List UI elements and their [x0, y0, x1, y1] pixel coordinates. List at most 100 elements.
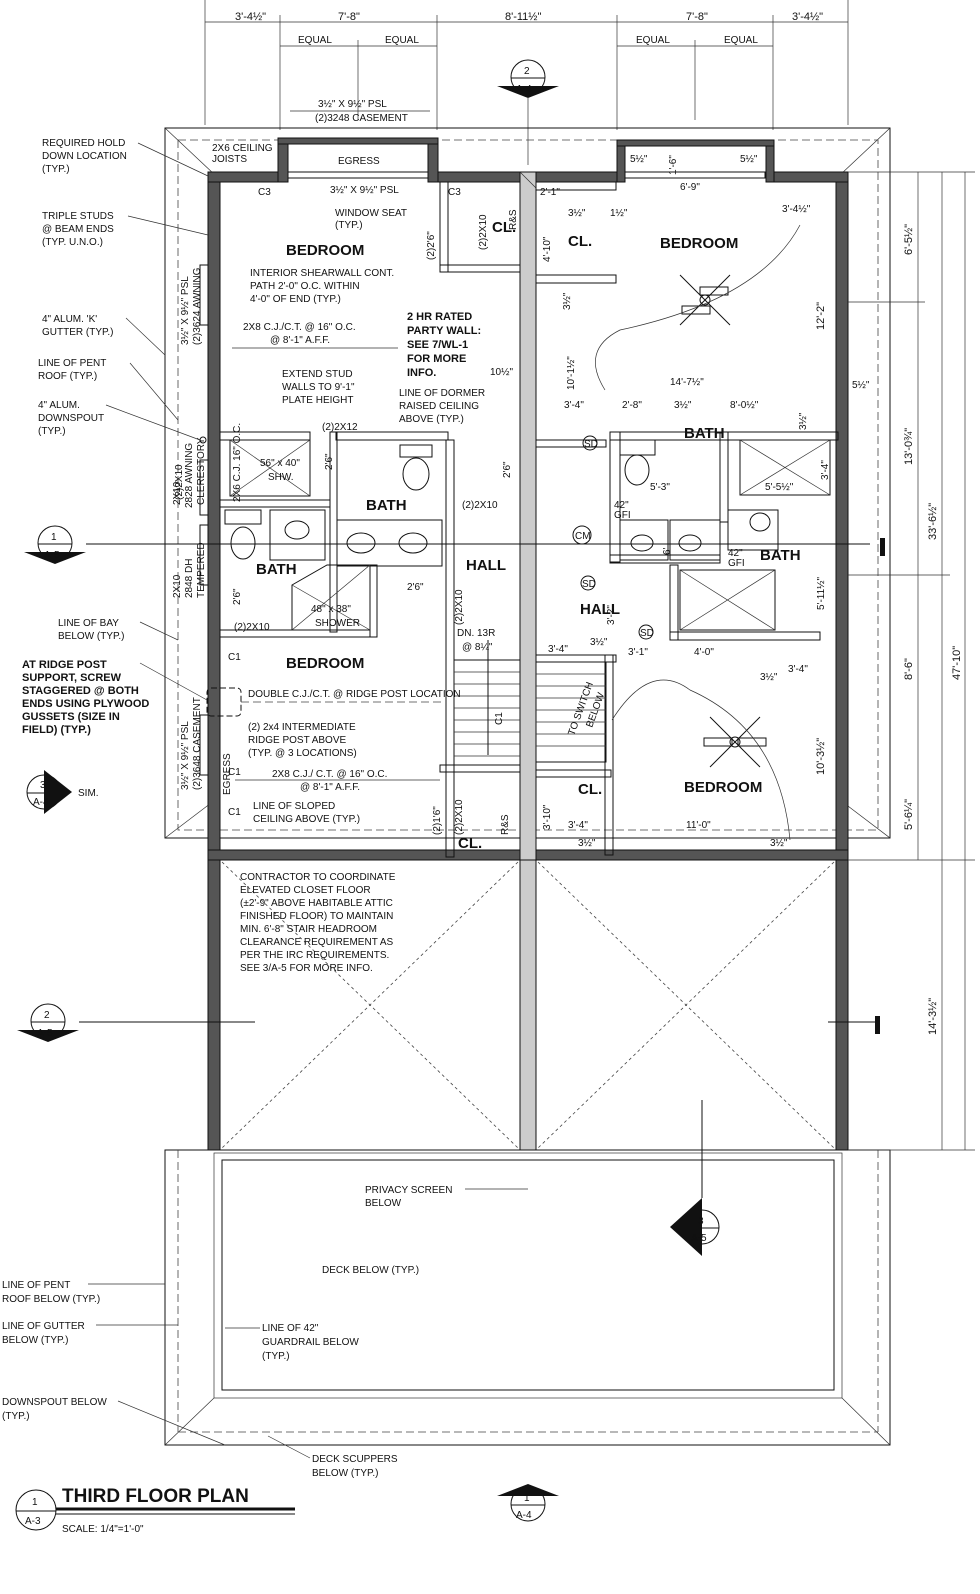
- room-bath-1: BATH: [366, 497, 407, 514]
- ceiling-joists-1: 2X6 CEILING: [212, 143, 273, 154]
- note-triple-studs-1: TRIPLE STUDS: [42, 211, 114, 222]
- idim: 3'-4": [568, 820, 588, 831]
- psl-top: 3½" X 9½" PSL: [330, 185, 399, 196]
- extend-stud-3: PLATE HEIGHT: [282, 395, 354, 406]
- door-tag: (2)1'6": [432, 806, 443, 835]
- lower-attic: [164, 859, 891, 1446]
- section-mark-2-a5: 2 A-5: [17, 1003, 880, 1042]
- window-mark: C1: [494, 712, 505, 725]
- idim: 8'-0½": [730, 400, 759, 411]
- dim-right-2: 12'-2": [815, 302, 827, 330]
- dh-1: 2X10: [172, 574, 183, 598]
- note-gutter-2: GUTTER (TYP.): [42, 327, 113, 338]
- clerestory-1: 2X10: [172, 481, 183, 505]
- idim: 4'-0": [694, 647, 714, 658]
- deck-below: DECK BELOW (TYP.): [322, 1265, 419, 1276]
- idim: 6': [662, 547, 673, 555]
- room-closet-4: CL.: [458, 835, 482, 852]
- psl-side-1-a: 3½" X 9½" PSL: [180, 276, 191, 345]
- smoke-detector-icon: SD SD SD: [580, 435, 654, 640]
- window-mark: C1: [228, 767, 241, 778]
- room-bedroom-upper-right: BEDROOM: [660, 235, 738, 252]
- window-mark: C3: [448, 187, 461, 198]
- idim: 5½": [852, 380, 870, 391]
- scuppers-2: BELOW (TYP.): [312, 1468, 379, 1479]
- gfi-2-b: GFI: [728, 558, 745, 569]
- note-ridge-2: SUPPORT, SCREW: [22, 672, 122, 684]
- ceiling-joists-2: JOISTS: [212, 154, 247, 165]
- member-tag: (2)2X10: [462, 500, 498, 511]
- door-tag: (2)2'6": [426, 231, 437, 260]
- section-mark-top-num: 2: [524, 66, 530, 77]
- rs-1: R&S: [508, 209, 519, 230]
- cj-upper-2: @ 8'-1" A.F.F.: [270, 335, 330, 346]
- idim: 6'-9": [680, 182, 700, 193]
- psl-side-2-b: (2)3648 CASEMENT: [192, 697, 203, 790]
- shearwall-1: INTERIOR SHEARWALL CONT.: [250, 268, 394, 279]
- dim-right-5: 8'-6": [903, 658, 915, 680]
- double-cj: DOUBLE C.J./C.T. @ RIDGE POST LOCATION: [248, 689, 461, 700]
- psl-side-2-a: 3½" X 9½" PSL: [180, 721, 191, 790]
- section-mark-1-num: 1: [51, 532, 57, 543]
- room-closet-1: CL.: [492, 219, 516, 236]
- windows: [199, 171, 766, 776]
- member-tag: (2)2X10: [454, 799, 465, 835]
- idim: 3½": [760, 672, 778, 683]
- idim: 5½": [630, 154, 648, 165]
- room-hall-left: HALL: [466, 557, 506, 574]
- note-gutter-1: 4" ALUM. 'K': [42, 314, 97, 325]
- idim: 1'-6": [668, 155, 679, 175]
- psl-side-1-b: (2)3624 AWNING: [192, 267, 203, 345]
- idim: 3'-10": [542, 804, 553, 830]
- privacy-1: PRIVACY SCREEN: [365, 1185, 452, 1196]
- section-mark-1-a4: 1 A-4: [497, 1484, 559, 1522]
- title-ref-sheet: A-3: [25, 1516, 41, 1527]
- section-mark-top: 2 A-4: [497, 59, 559, 165]
- contractor-3: (±2'-9" ABOVE HABITABLE ATTIC: [240, 898, 393, 909]
- window-seat-1: WINDOW SEAT: [335, 208, 407, 219]
- cj-lower-2: @ 8'-1" A.F.F.: [300, 782, 360, 793]
- idim: 3'-4½": [782, 204, 811, 215]
- room-closet-3: CL.: [578, 781, 602, 798]
- window-mark: C1: [228, 652, 241, 663]
- ridge-post-box: [206, 687, 242, 717]
- contractor-8: SEE 3/A-5 FOR MORE INFO.: [240, 963, 373, 974]
- member-tag: (2)2X10: [174, 464, 185, 500]
- room-bath-2: BATH: [256, 561, 297, 578]
- header-psl: 3½" X 9½" PSL: [318, 99, 387, 110]
- member-tag: 2X6 C.J. 16" O.C.: [232, 423, 243, 502]
- header-casement: (2)3248 CASEMENT: [315, 113, 408, 124]
- ceiling-fan-icon: [679, 274, 731, 326]
- svg-text:SD: SD: [584, 439, 598, 450]
- equal-4: EQUAL: [724, 35, 758, 46]
- idim: 3½": [798, 412, 809, 430]
- exterior-walls: [207, 137, 849, 861]
- note-gutter-below-2: BELOW (TYP.): [2, 1335, 69, 1346]
- guardrail-1: LINE OF 42": [262, 1323, 319, 1334]
- note-hold-down-2: DOWN LOCATION: [42, 151, 127, 162]
- title-ref-num: 1: [32, 1497, 38, 1508]
- door-tag: 2'6": [502, 461, 513, 478]
- shower-left-1: 56" x 40": [260, 458, 300, 469]
- equal-3: EQUAL: [636, 35, 670, 46]
- party-wall-4: FOR MORE: [407, 353, 466, 365]
- section-mark-1b-num: 1: [524, 1493, 530, 1504]
- section-mark-2b-sheet: A-5: [37, 1028, 53, 1039]
- note-downspout-2: DOWNSPOUT: [38, 413, 104, 424]
- idim: 2'-8": [622, 400, 642, 411]
- privacy-2: BELOW: [365, 1198, 402, 1209]
- shearwall-2: PATH 2'-0" O.C. WITHIN: [250, 281, 360, 292]
- section-mark-top-sheet: A-4: [516, 84, 532, 95]
- cm-label: CM: [575, 531, 591, 542]
- egress-side: EGRESS: [222, 753, 233, 795]
- dim-right-1: 6'-5½": [903, 224, 915, 255]
- section-mark-3b-sheet: A-5: [691, 1233, 707, 1244]
- idim: 3½": [590, 637, 608, 648]
- note-hold-down-1: REQUIRED HOLD: [42, 138, 125, 149]
- note-pent-below-1: LINE OF PENT: [2, 1280, 70, 1291]
- ridge-post-above-3: (TYP. @ 3 LOCATIONS): [248, 748, 357, 759]
- stair: [453, 640, 607, 766]
- cj-upper-1: 2X8 C.J./C.T. @ 16" O.C.: [243, 322, 356, 333]
- contractor-4: FINISHED FLOOR) TO MAINTAIN: [240, 911, 393, 922]
- contractor-7: PER THE IRC REQUIREMENTS.: [240, 950, 389, 961]
